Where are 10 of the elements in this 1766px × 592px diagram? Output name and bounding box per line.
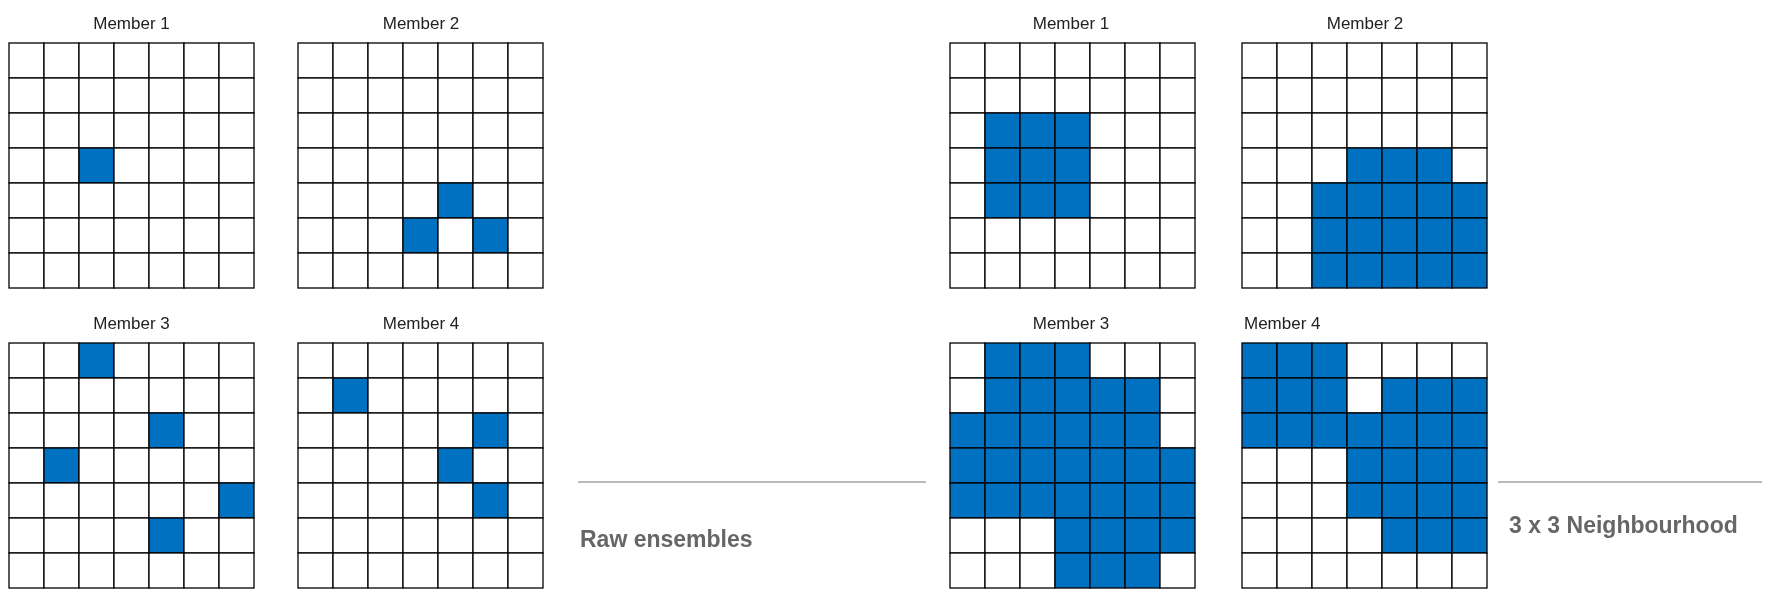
panel-title: Member 3 (1031, 314, 1111, 334)
panel-title: Member 2 (381, 14, 461, 34)
caption-text: Raw ensembles (580, 525, 754, 554)
panel-title: Member 3 (92, 314, 171, 334)
panel-title: Member 4 (381, 314, 461, 334)
panel-title: Member 4 (1244, 314, 1322, 334)
panel-title: Member 1 (1031, 14, 1111, 34)
panel-title: Member 2 (1325, 14, 1405, 34)
panel-title: Member 1 (92, 14, 171, 34)
caption-text: 3 x 3 Neighbourhood (1509, 511, 1739, 540)
